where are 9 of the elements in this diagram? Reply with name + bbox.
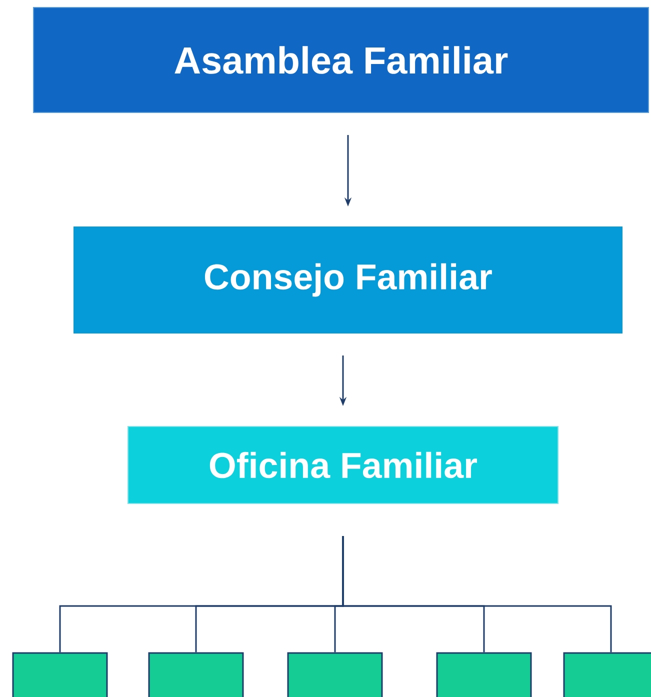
title-box: Oficina Familiar xyxy=(128,426,558,504)
empty-box xyxy=(148,652,244,697)
title-box: Asamblea Familiar xyxy=(33,7,649,113)
title-box: Consejo Familiar xyxy=(74,226,622,334)
empty-box xyxy=(563,652,651,697)
empty-box xyxy=(287,652,383,697)
empty-box xyxy=(12,652,108,697)
connector-line xyxy=(342,536,612,652)
empty-box xyxy=(436,652,532,697)
